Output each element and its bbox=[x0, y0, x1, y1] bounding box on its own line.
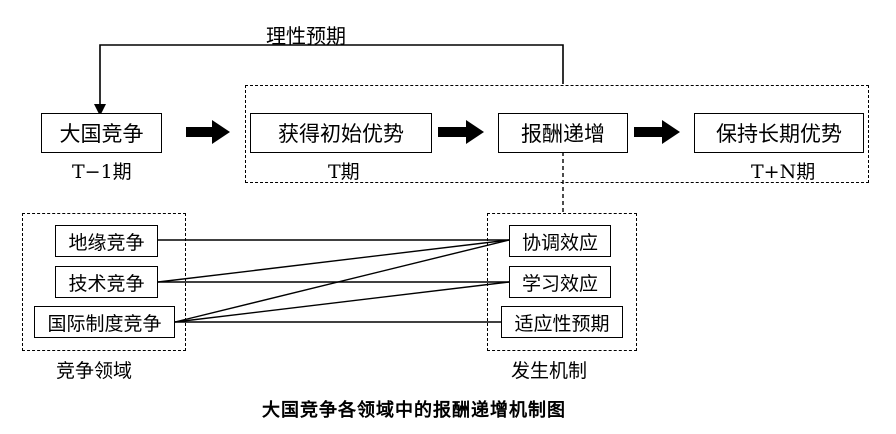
flow-arrow-2 bbox=[438, 120, 484, 144]
mechanisms-title: 发生机制 bbox=[511, 360, 588, 382]
mechanism-item-learning: 学习效应 bbox=[509, 266, 611, 298]
period-label-t: T期 bbox=[328, 161, 360, 183]
mechanism-item-adaptive-expectations: 适应性预期 bbox=[501, 306, 623, 338]
domain-item-institutional: 国际制度竞争 bbox=[34, 306, 175, 338]
link-tech-coord bbox=[157, 239, 510, 283]
domains-frame bbox=[22, 213, 186, 351]
feedback-label: 理性预期 bbox=[266, 24, 346, 48]
figure-caption: 大国竞争各领域中的报酬递增机制图 bbox=[262, 400, 566, 421]
domain-item-technology: 技术竞争 bbox=[55, 266, 158, 298]
flow-arrow-1 bbox=[186, 120, 230, 144]
mechanisms-frame bbox=[487, 213, 637, 351]
node-maintain-long-term-advantage: 保持长期优势 bbox=[694, 113, 864, 153]
link-inst-learn bbox=[174, 281, 510, 323]
node-great-power-competition: 大国竞争 bbox=[41, 113, 162, 153]
link-inst-coord bbox=[174, 239, 510, 323]
feedback-line bbox=[99, 44, 564, 106]
feedback-arrowhead bbox=[94, 104, 106, 116]
period-label-t-minus-1: T−1期 bbox=[72, 161, 132, 183]
node-increasing-returns: 报酬递增 bbox=[498, 113, 628, 153]
period-frame bbox=[245, 85, 869, 183]
flow-arrow-3 bbox=[634, 120, 680, 144]
node-gain-initial-advantage: 获得初始优势 bbox=[250, 113, 432, 153]
domain-item-geopolitical: 地缘竞争 bbox=[55, 225, 158, 257]
period-label-t-plus-n: T+N期 bbox=[751, 161, 816, 183]
domains-title: 竞争领域 bbox=[56, 360, 133, 382]
mechanism-item-coordination: 协调效应 bbox=[509, 225, 611, 257]
